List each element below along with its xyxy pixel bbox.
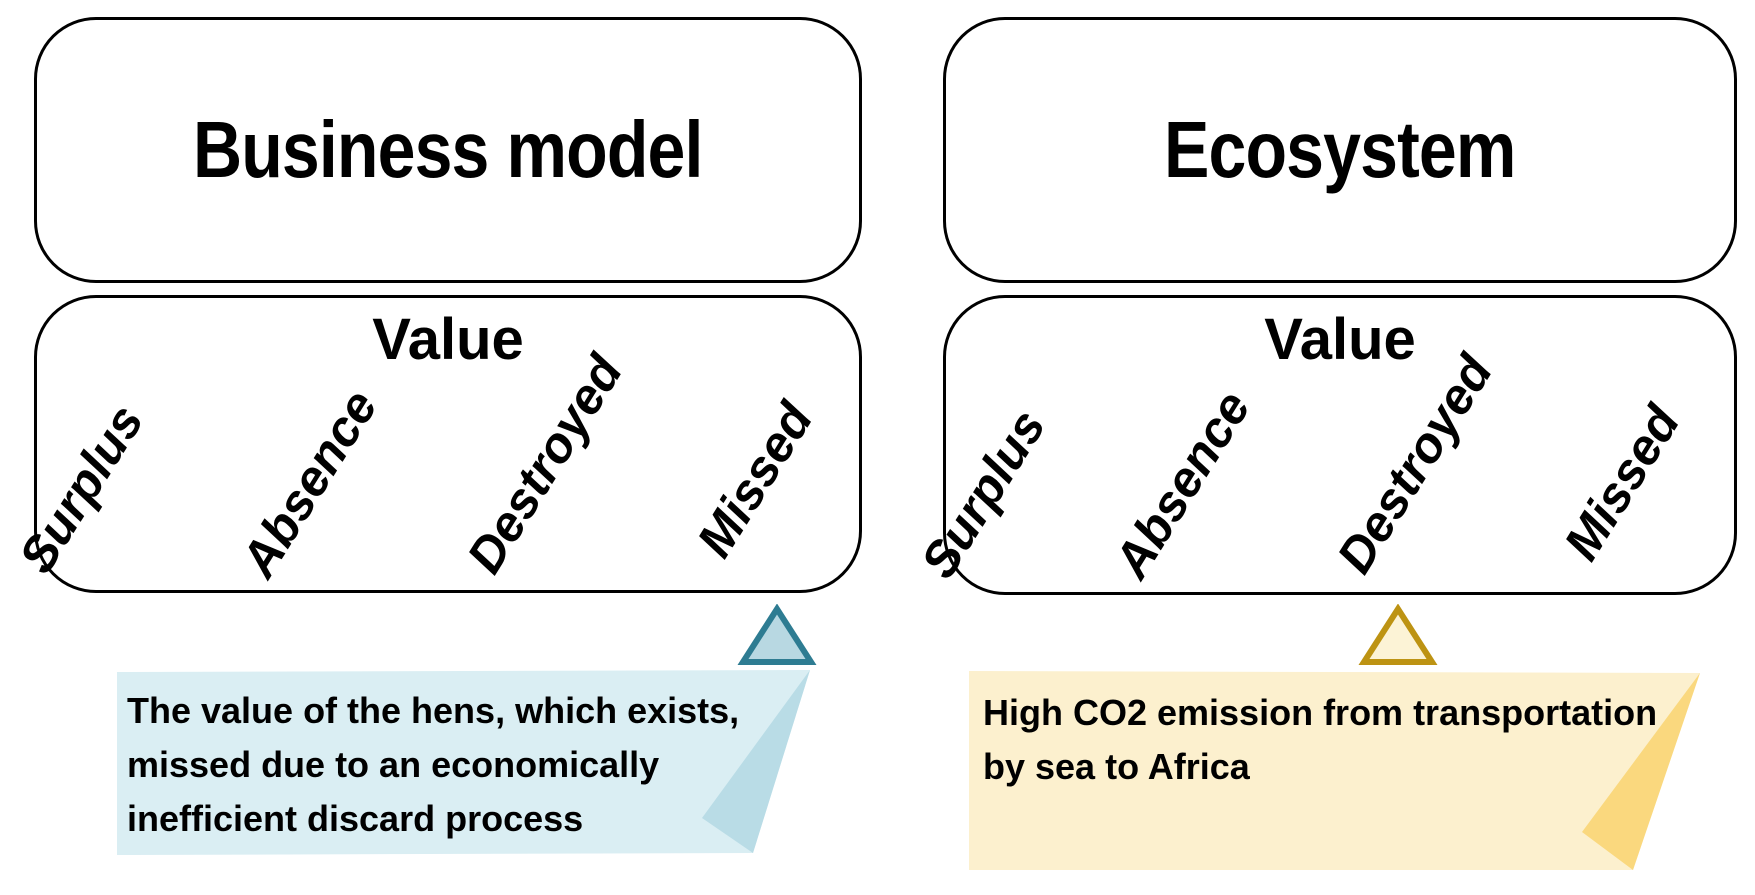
note-shape-business-model (117, 670, 810, 855)
ecosystem-box: Ecosystem (943, 17, 1737, 283)
note-line: High CO2 emission from transportation (983, 692, 1658, 733)
value-category-label-destroyed: Destroyed (1326, 345, 1504, 583)
triangle-icon (737, 604, 817, 665)
value-category-label-missed: Missed (686, 393, 824, 567)
business-model-note: The value of the hens, which exists, mis… (127, 684, 747, 846)
business-model-title: Business model (193, 105, 703, 194)
value-category-label-absence: Absence (1103, 381, 1261, 588)
pointer-triangle-destroyed (1358, 604, 1438, 665)
value-heading: Value (1264, 307, 1416, 372)
value-category-label-missed: Missed (1553, 396, 1691, 570)
note-fold-corner (702, 670, 810, 853)
note-fold-corner (1582, 673, 1700, 870)
note-line: The value of the hens, which exists, (127, 690, 740, 731)
note-body (969, 671, 1700, 870)
triangle-icon (1358, 604, 1438, 665)
value-category-label-destroyed: Destroyed (456, 345, 634, 583)
note-line: inefficient discard process (127, 798, 584, 839)
value-category-label-surplus: Surplus (910, 400, 1057, 588)
pointer-triangle-missed (737, 604, 817, 665)
ecosystem-note: High CO2 emission from transportation by… (983, 686, 1663, 794)
value-category-label-absence: Absence (230, 380, 388, 587)
note-line: missed due to an economically (127, 744, 660, 785)
value-heading: Value (372, 307, 524, 372)
ecosystem-value-box: Value Surplus Absence Destroyed Missed (910, 295, 1737, 595)
business-model-box: Business model (34, 17, 862, 283)
business-model-value-box: Value Surplus Absence Destroyed Missed (8, 295, 862, 593)
note-body (117, 670, 810, 855)
note-line: by sea to Africa (983, 746, 1250, 787)
ecosystem-title: Ecosystem (1164, 105, 1516, 194)
note-shape-ecosystem (969, 671, 1700, 870)
value-category-label-surplus: Surplus (8, 395, 155, 583)
